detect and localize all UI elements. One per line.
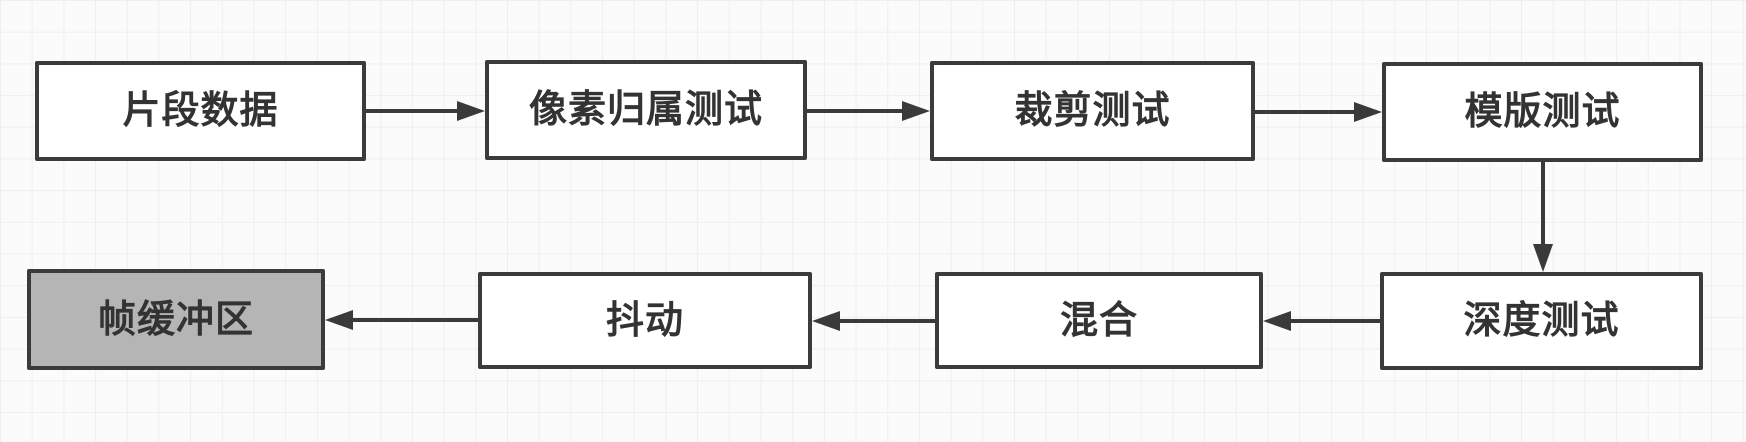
node-stencil-test: 模版测试 bbox=[1382, 62, 1703, 162]
node-label-scissor-test: 裁剪测试 bbox=[1014, 90, 1171, 132]
node-framebuffer: 帧缓冲区 bbox=[27, 269, 325, 370]
node-depth-test: 深度测试 bbox=[1380, 272, 1703, 370]
node-label-framebuffer: 帧缓冲区 bbox=[97, 298, 254, 341]
node-fragment-data: 片段数据 bbox=[35, 61, 366, 161]
node-pixel-ownership-test: 像素归属测试 bbox=[485, 60, 807, 160]
edge-depth-test-to-blending bbox=[1263, 311, 1380, 331]
edge-blending-to-dithering bbox=[812, 311, 935, 331]
node-label-stencil-test: 模版测试 bbox=[1464, 91, 1621, 133]
node-label-depth-test: 深度测试 bbox=[1463, 300, 1620, 342]
edge-stencil-test-to-depth-test bbox=[1533, 162, 1553, 272]
edge-dithering-to-framebuffer bbox=[325, 310, 478, 330]
edge-pixel-ownership-test-to-scissor-test bbox=[807, 101, 930, 121]
edge-scissor-test-to-stencil-test bbox=[1255, 102, 1382, 122]
node-label-pixel-ownership-test: 像素归属测试 bbox=[528, 89, 763, 131]
node-scissor-test: 裁剪测试 bbox=[930, 61, 1255, 161]
node-label-dithering: 抖动 bbox=[605, 299, 684, 342]
edge-fragment-data-to-pixel-ownership-test bbox=[366, 101, 485, 121]
node-blending: 混合 bbox=[935, 272, 1263, 369]
node-label-fragment-data: 片段数据 bbox=[122, 90, 279, 132]
node-dithering: 抖动 bbox=[478, 272, 812, 369]
node-label-blending: 混合 bbox=[1059, 299, 1138, 342]
